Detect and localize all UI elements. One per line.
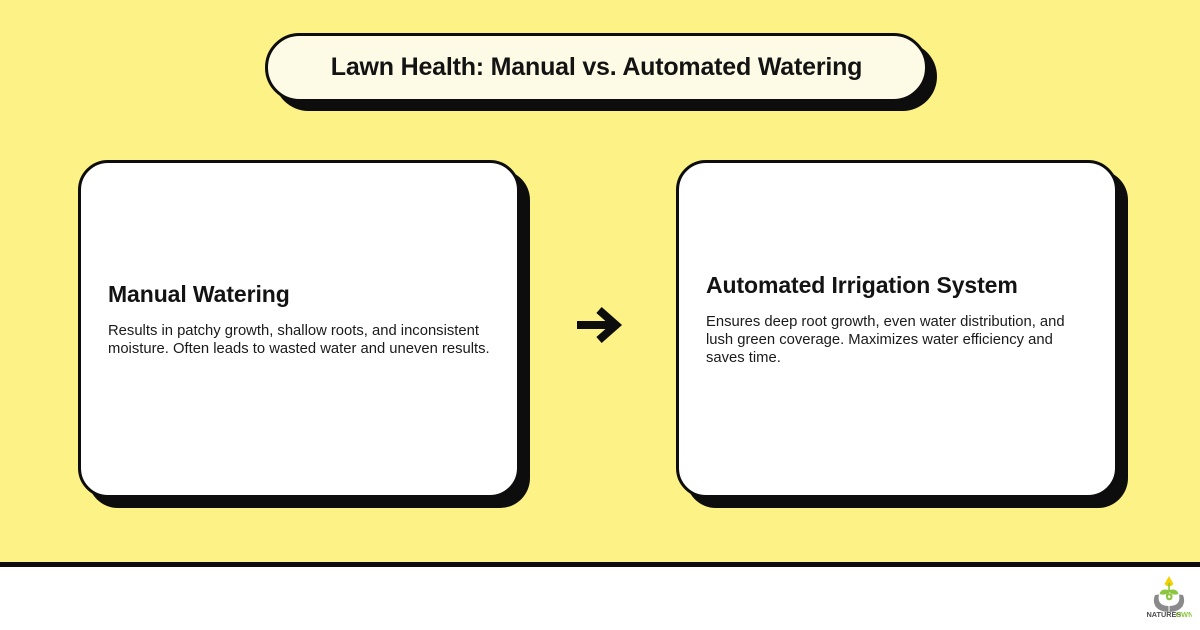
card-manual-watering: Manual Watering Results in patchy growth…: [78, 160, 530, 508]
logo-wordmark-secondary: OWN: [1176, 610, 1193, 618]
card-body-manual-watering: Manual Watering Results in patchy growth…: [78, 160, 520, 498]
card-heading-automated-irrigation: Automated Irrigation System: [706, 271, 1018, 298]
card-heading-manual-watering: Manual Watering: [108, 280, 290, 307]
page-title-pill: Lawn Health: Manual vs. Automated Wateri…: [265, 33, 938, 111]
title-pill-body: Lawn Health: Manual vs. Automated Wateri…: [265, 33, 928, 102]
card-automated-irrigation: Automated Irrigation System Ensures deep…: [676, 160, 1128, 508]
natures-own-logo-icon: NATURES OWN: [1146, 572, 1192, 618]
page-title: Lawn Health: Manual vs. Automated Wateri…: [330, 53, 863, 81]
logo-wordmark-primary: NATURES: [1147, 610, 1182, 618]
card-body-automated-irrigation: Automated Irrigation System Ensures deep…: [676, 160, 1118, 498]
stage-divider: [0, 562, 1200, 567]
card-description-manual-watering: Results in patchy growth, shallow roots,…: [108, 322, 490, 357]
footer-bar: [0, 567, 1200, 630]
card-content: Automated Irrigation System Ensures deep…: [706, 271, 1088, 368]
card-content: Manual Watering Results in patchy growth…: [108, 280, 490, 359]
card-description-automated-irrigation: Ensures deep root growth, even water dis…: [706, 314, 1065, 366]
arrow-right-icon: [570, 300, 630, 350]
